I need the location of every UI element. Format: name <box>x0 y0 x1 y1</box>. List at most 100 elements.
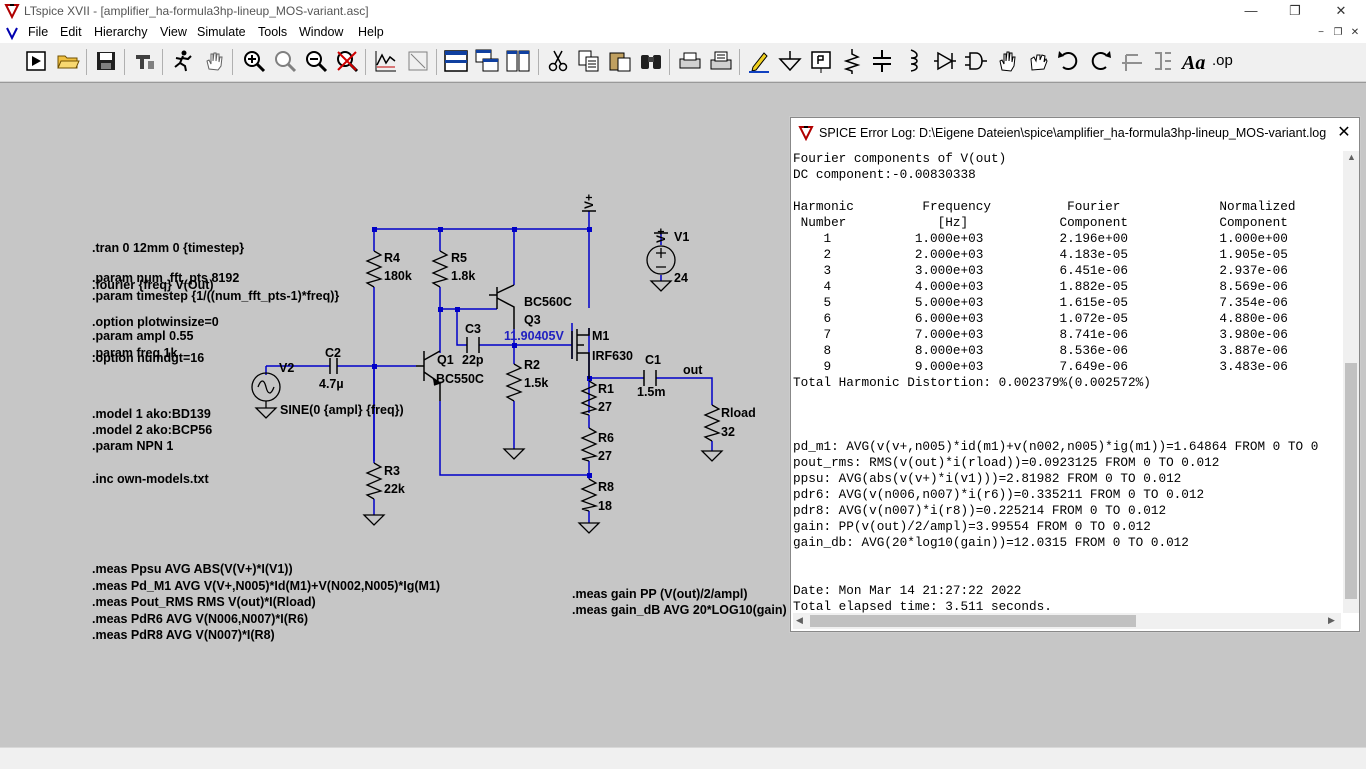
tile-vertical-icon[interactable] <box>504 47 532 75</box>
horizontal-scroll-thumb[interactable] <box>810 615 1136 627</box>
r5-value[interactable]: 1.8k <box>451 269 476 283</box>
q3-value[interactable]: BC560C <box>524 295 572 309</box>
schematic-doc-icon[interactable] <box>4 25 20 41</box>
directive-param-fft[interactable]: .param num_fft_pts 8192 <box>92 271 240 285</box>
print-preview-icon[interactable] <box>676 47 704 75</box>
mdi-close-button[interactable]: ✕ <box>1350 27 1360 38</box>
rload-value[interactable]: 32 <box>721 425 735 439</box>
zoom-out-icon[interactable] <box>302 47 330 75</box>
drag-icon[interactable] <box>1024 47 1052 75</box>
scroll-up-icon[interactable]: ▲ <box>1347 152 1356 162</box>
directive-meas-gain-db[interactable]: .meas gain_dB AVG 20*LOG10(gain) <box>572 603 787 617</box>
cascade-icon[interactable] <box>473 47 501 75</box>
sim-directives[interactable]: .tran 0 12mm 0 {timestep} .fourier {freq… <box>92 218 244 389</box>
tile-horizontal-icon[interactable] <box>442 47 470 75</box>
directive-model-2[interactable]: .model 2 ako:BCP56 <box>92 423 213 437</box>
control-panel-icon[interactable] <box>130 47 158 75</box>
diode-icon[interactable] <box>931 47 959 75</box>
m1-ref[interactable]: M1 <box>592 329 610 343</box>
mdi-minimize-button[interactable]: − <box>1318 27 1324 38</box>
r4-value[interactable]: 180k <box>384 269 412 283</box>
r4-ref[interactable]: R4 <box>384 251 400 265</box>
text-icon[interactable]: Aa <box>1180 47 1208 75</box>
q1-ref[interactable]: Q1 <box>437 353 454 367</box>
find-icon[interactable] <box>637 47 665 75</box>
menu-file[interactable]: File <box>28 25 49 39</box>
resistor-icon[interactable] <box>838 47 866 75</box>
net-label-out[interactable]: out <box>683 363 703 377</box>
directive-model-1[interactable]: .model 1 ako:BD139 <box>92 407 211 421</box>
r3-ref[interactable]: R3 <box>384 464 400 478</box>
menu-hierarchy[interactable]: Hierarchy <box>94 25 148 39</box>
v2-ref[interactable]: V2 <box>279 361 295 375</box>
r2-ref[interactable]: R2 <box>524 358 540 372</box>
minimize-button[interactable]: — <box>1244 3 1258 18</box>
restore-button[interactable]: ❐ <box>1289 3 1301 18</box>
r3-value[interactable]: 22k <box>384 482 405 496</box>
paste-icon[interactable] <box>606 47 634 75</box>
c2-ref[interactable]: C2 <box>325 346 341 360</box>
horizontal-scrollbar[interactable]: ◀ ▶ <box>793 613 1341 629</box>
error-log-content[interactable]: Fourier components of V(out)DC component… <box>793 151 1341 613</box>
r2-value[interactable]: 1.5k <box>524 376 549 390</box>
r1-ref[interactable]: R1 <box>598 382 614 396</box>
rotate-icon[interactable] <box>1118 47 1146 75</box>
directive-meas-gain[interactable]: .meas gain PP (V(out)/2/ampl) <box>572 587 748 601</box>
directive-param-npn[interactable]: .param NPN 1 <box>92 439 174 453</box>
error-log-close-button[interactable]: ✕ <box>1337 124 1351 141</box>
label-net-icon[interactable] <box>807 47 835 75</box>
copy-icon[interactable] <box>575 47 603 75</box>
c2-value[interactable]: 4.7µ <box>319 377 344 391</box>
directive-meas-pout[interactable]: .meas Pout_RMS RMS V(out)*I(Rload) <box>92 595 316 609</box>
autorange-icon[interactable] <box>404 47 432 75</box>
menu-edit[interactable]: Edit <box>60 25 82 39</box>
directive-meas-pd-m1[interactable]: .meas Pd_M1 AVG V(V+,N005)*Id(M1)+V(N002… <box>92 579 441 593</box>
r6-value[interactable]: 27 <box>598 449 612 463</box>
q1-value[interactable]: BC550C <box>436 372 484 386</box>
c3-value[interactable]: 22p <box>462 353 484 367</box>
v1-value[interactable]: 24 <box>674 271 688 285</box>
c3-ref[interactable]: C3 <box>465 322 481 336</box>
run-icon[interactable] <box>22 47 50 75</box>
mirror-icon[interactable] <box>1149 47 1177 75</box>
component-icon[interactable] <box>962 47 990 75</box>
r8-ref[interactable]: R8 <box>598 480 614 494</box>
print-icon[interactable] <box>707 47 735 75</box>
r5-ref[interactable]: R5 <box>451 251 467 265</box>
m1-value[interactable]: IRF630 <box>592 349 633 363</box>
save-icon[interactable] <box>92 47 120 75</box>
c1-ref[interactable]: C1 <box>645 353 661 367</box>
mdi-restore-button[interactable]: ❐ <box>1333 27 1343 38</box>
menu-help[interactable]: Help <box>358 25 384 39</box>
capacitor-icon[interactable] <box>868 47 896 75</box>
wire-icon[interactable] <box>745 47 773 75</box>
directive-meas-pdr8[interactable]: .meas PdR8 AVG V(N007)*I(R8) <box>92 628 275 642</box>
vertical-scroll-thumb[interactable] <box>1345 363 1357 599</box>
pan-icon[interactable] <box>200 47 228 75</box>
zoom-fit-icon[interactable] <box>271 47 299 75</box>
zoom-cancel-icon[interactable] <box>333 47 361 75</box>
directive-param-timestep[interactable]: .param timestep {1/((num_fft_pts-1)*freq… <box>92 289 340 303</box>
menu-simulate[interactable]: Simulate <box>197 25 246 39</box>
close-button[interactable]: ✕ <box>1335 3 1347 18</box>
q3-ref[interactable]: Q3 <box>524 313 541 327</box>
spice-directive-icon[interactable]: .op <box>1210 47 1238 75</box>
move-icon[interactable] <box>993 47 1021 75</box>
halt-icon[interactable] <box>168 47 196 75</box>
cut-icon[interactable] <box>544 47 572 75</box>
menu-view[interactable]: View <box>160 25 187 39</box>
redo-icon[interactable] <box>1086 47 1114 75</box>
directive-include[interactable]: .inc own-models.txt <box>92 472 209 486</box>
waveform-icon[interactable] <box>372 47 400 75</box>
v2-value[interactable]: SINE(0 {ampl} {freq}) <box>280 403 404 417</box>
directive-meas-pdr6[interactable]: .meas PdR6 AVG V(N006,N007)*I(R6) <box>92 612 309 626</box>
r1-value[interactable]: 27 <box>598 400 612 414</box>
v1-ref[interactable]: V1 <box>674 230 690 244</box>
directive-param-freq[interactable]: .param freq 1k <box>92 346 178 360</box>
directive-param-ampl[interactable]: .param ampl 0.55 <box>92 329 194 343</box>
zoom-in-icon[interactable] <box>240 47 268 75</box>
r8-value[interactable]: 18 <box>598 499 612 513</box>
r6-ref[interactable]: R6 <box>598 431 614 445</box>
menu-window[interactable]: Window <box>299 25 344 39</box>
ground-icon[interactable] <box>776 47 804 75</box>
